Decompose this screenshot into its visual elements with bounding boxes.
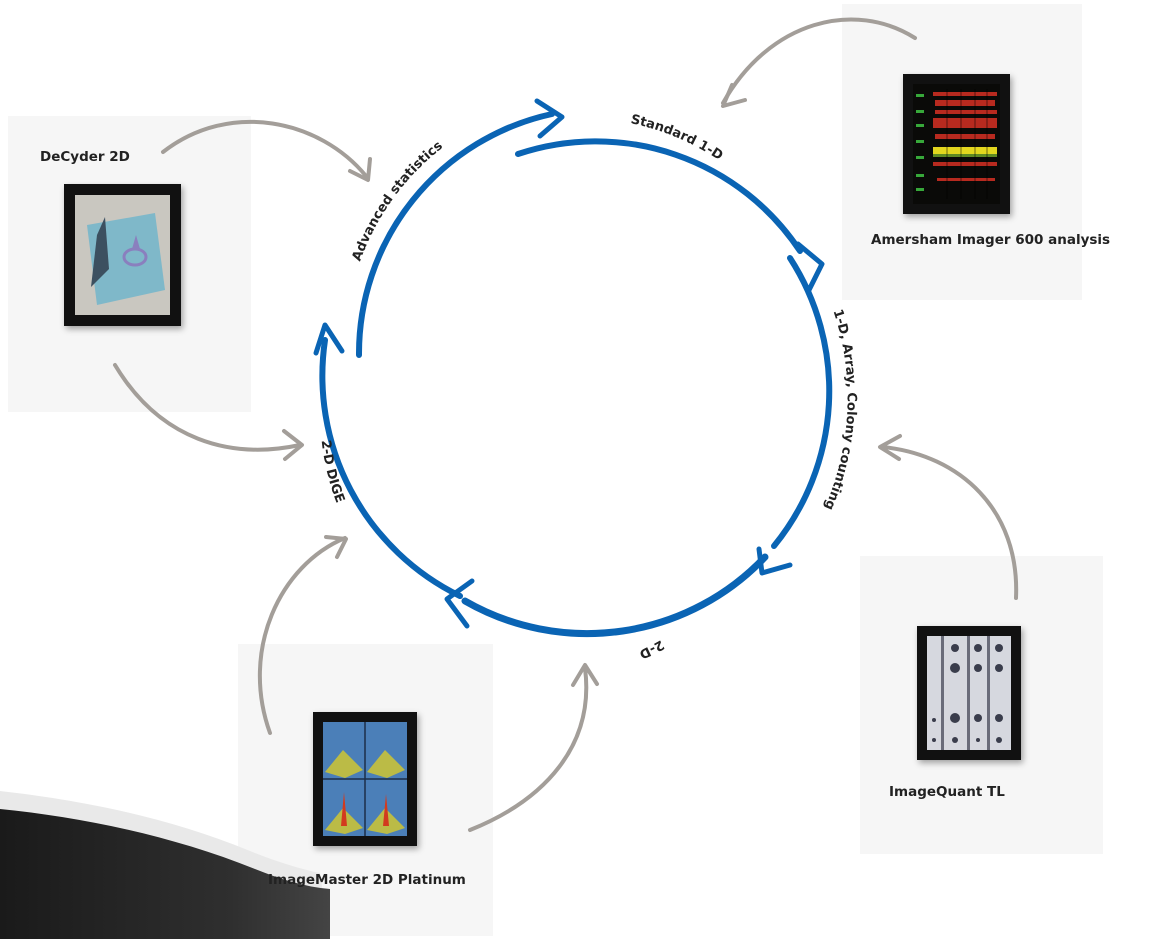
stage-label-2d: 2-D: [637, 636, 667, 661]
cycle-arc-advanced-to-standard: [355, 111, 555, 358]
cycle-arc-1d-to-2d: [771, 255, 833, 549]
imagequant-image: [917, 626, 1021, 760]
decyder-image: [64, 184, 181, 326]
product-label-imagemaster: ImageMaster 2D Platinum: [268, 872, 466, 888]
cycle-arc-dige-to-advanced: [319, 337, 463, 599]
product-label-decyder: DeCyder 2D: [40, 149, 130, 165]
amersham-gel-image: [903, 74, 1010, 214]
cycle-arrowheads: [313, 98, 825, 629]
device-edge-decoration: [0, 791, 330, 939]
feed-arrows: [113, 17, 1019, 832]
cycle-arrows: [319, 111, 833, 638]
product-label-amersham: Amersham Imager 600 analysis: [871, 232, 1111, 248]
imagemaster-image: [313, 712, 417, 846]
product-label-imagequant: ImageQuant TL: [889, 784, 1005, 800]
cycle-arc-standard-to-1d: [515, 138, 803, 254]
cycle-arc-2d-to-dige: [461, 553, 769, 638]
stage-label-advanced-statistics: Advanced statistics: [350, 138, 446, 263]
